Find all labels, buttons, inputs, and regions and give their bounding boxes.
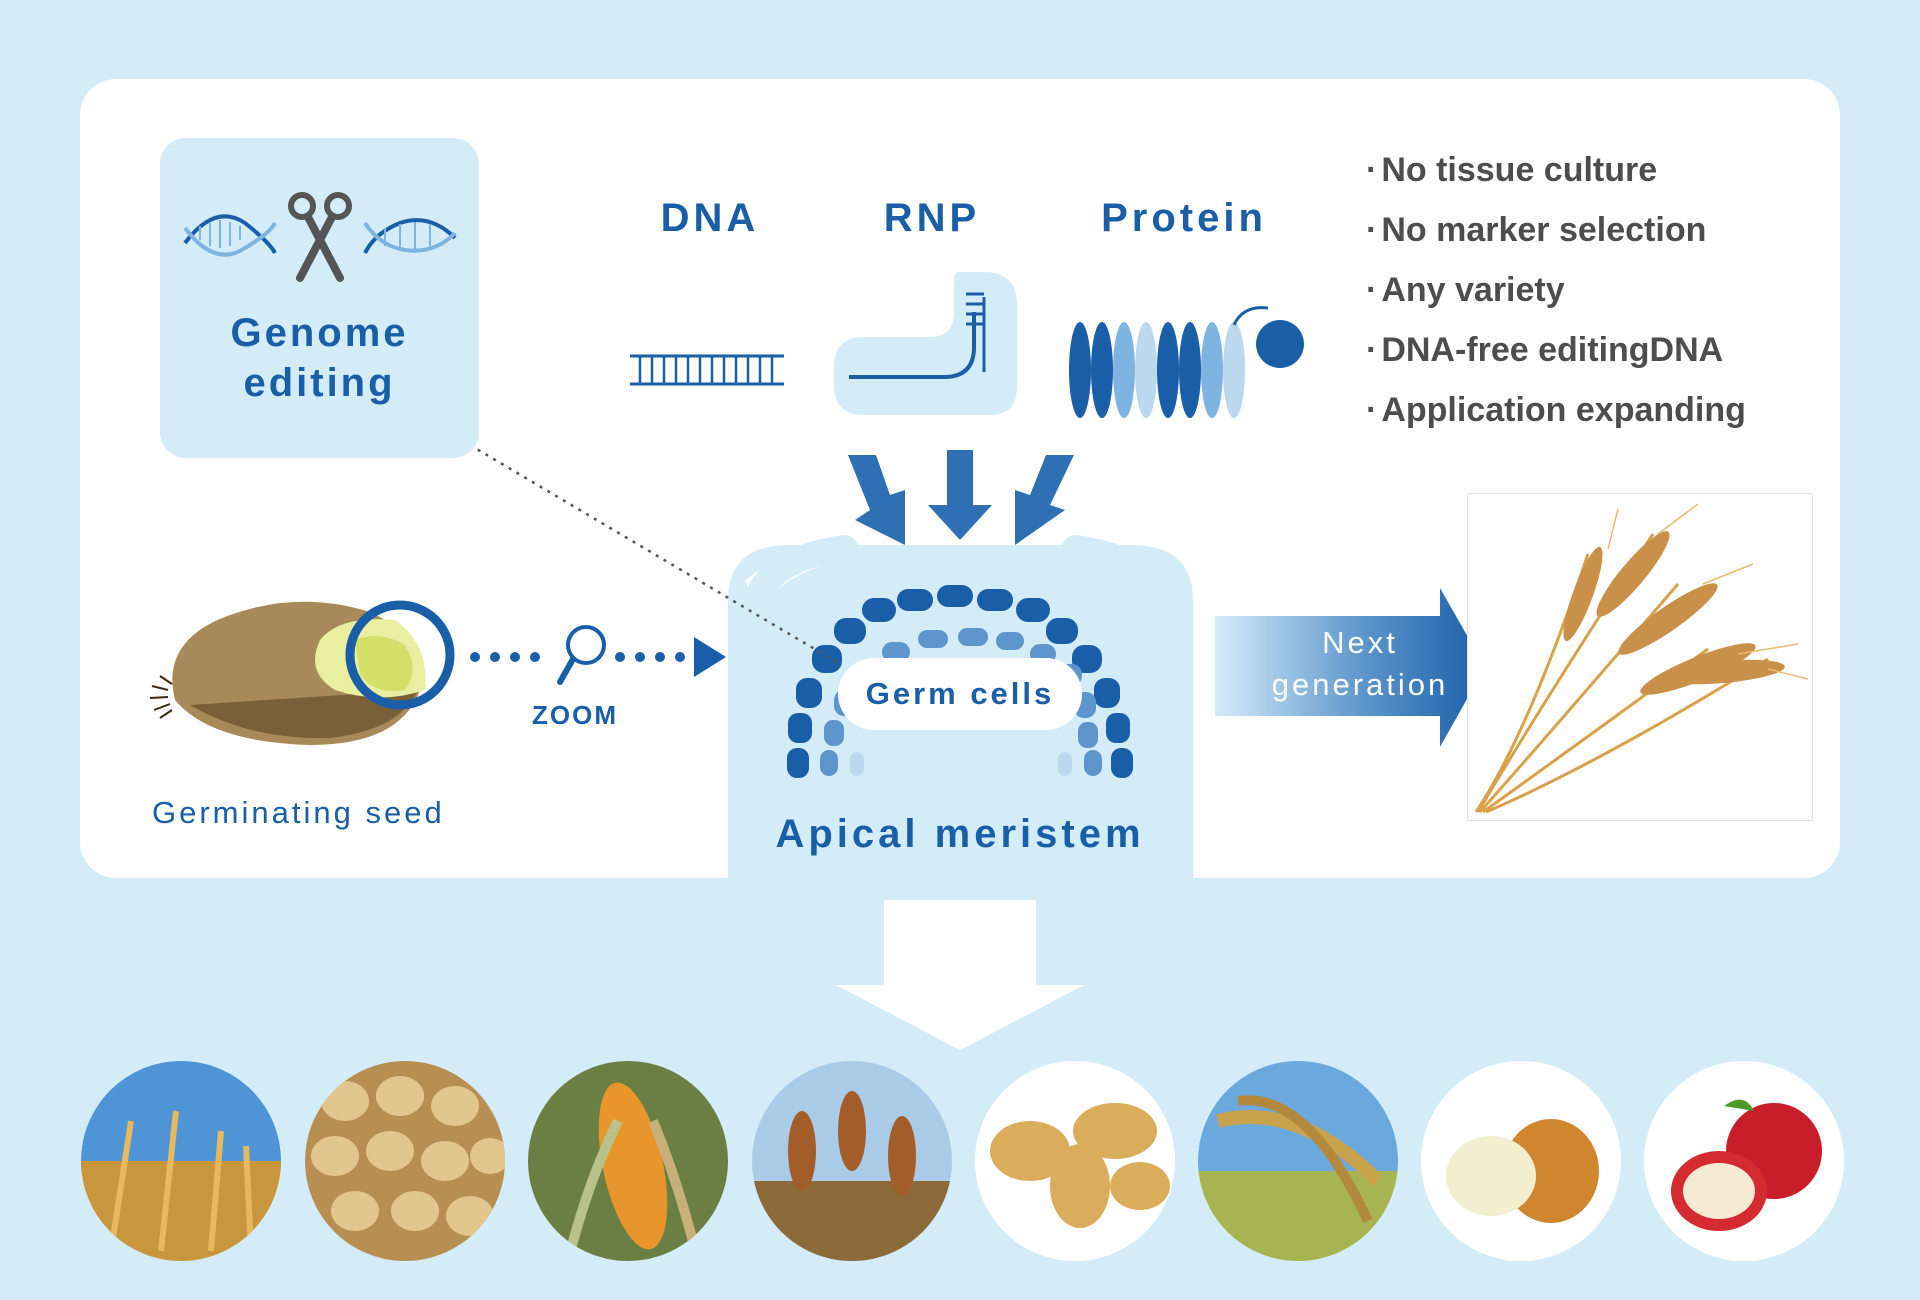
next-generation-label: Next generation <box>1271 625 1449 702</box>
crop-onions <box>1421 1061 1621 1261</box>
protein-icon <box>1069 306 1304 418</box>
benefit-item: ·No tissue culture <box>1366 151 1658 189</box>
crop-corn <box>528 1061 728 1261</box>
apical-meristem-label: Apical meristem <box>775 812 1145 856</box>
dna-strand-icon <box>630 354 784 386</box>
wheat-icon <box>1474 503 1809 814</box>
germ-cells-label: Germ cells <box>838 658 1082 730</box>
genome-editing-panel <box>160 138 479 458</box>
crop-wheat-field <box>81 1061 281 1261</box>
benefit-item: ·No marker selection <box>1366 211 1707 249</box>
genome-editing-title: Genome editing <box>230 311 409 405</box>
crop-potatoes <box>975 1061 1175 1261</box>
rnp-label: RNP <box>883 196 981 240</box>
germinating-seed-icon <box>149 600 455 745</box>
dna-label: DNA <box>660 196 760 240</box>
crop-sorghum <box>752 1061 952 1261</box>
benefit-item: ·DNA-free editingDNA <box>1366 331 1724 369</box>
benefit-item: ·Application expanding <box>1366 391 1746 429</box>
germinating-seed-label: Germinating seed <box>152 795 445 830</box>
benefits-list: ·No tissue culture ·No marker selection … <box>1366 140 1746 440</box>
crop-soybeans <box>305 1061 505 1261</box>
down-arrow <box>836 900 1084 1050</box>
next-generation-arrow <box>1215 588 1485 747</box>
zoom-arrow <box>470 637 726 677</box>
protein-label: Protein <box>1101 196 1267 240</box>
zoom-label: ZOOM <box>532 700 618 730</box>
crop-rice <box>1198 1061 1398 1261</box>
crop-apples <box>1644 1061 1844 1261</box>
cell-layer-outer <box>787 585 1133 778</box>
scissors-icon <box>288 192 352 282</box>
arrows-into-meristem <box>848 450 1074 545</box>
benefit-item: ·Any variety <box>1366 271 1565 309</box>
magnifier-icon <box>557 625 606 685</box>
dna-scissors-icon <box>183 192 457 282</box>
rnp-complex-icon <box>834 272 1017 415</box>
wheat-image <box>1467 493 1813 821</box>
